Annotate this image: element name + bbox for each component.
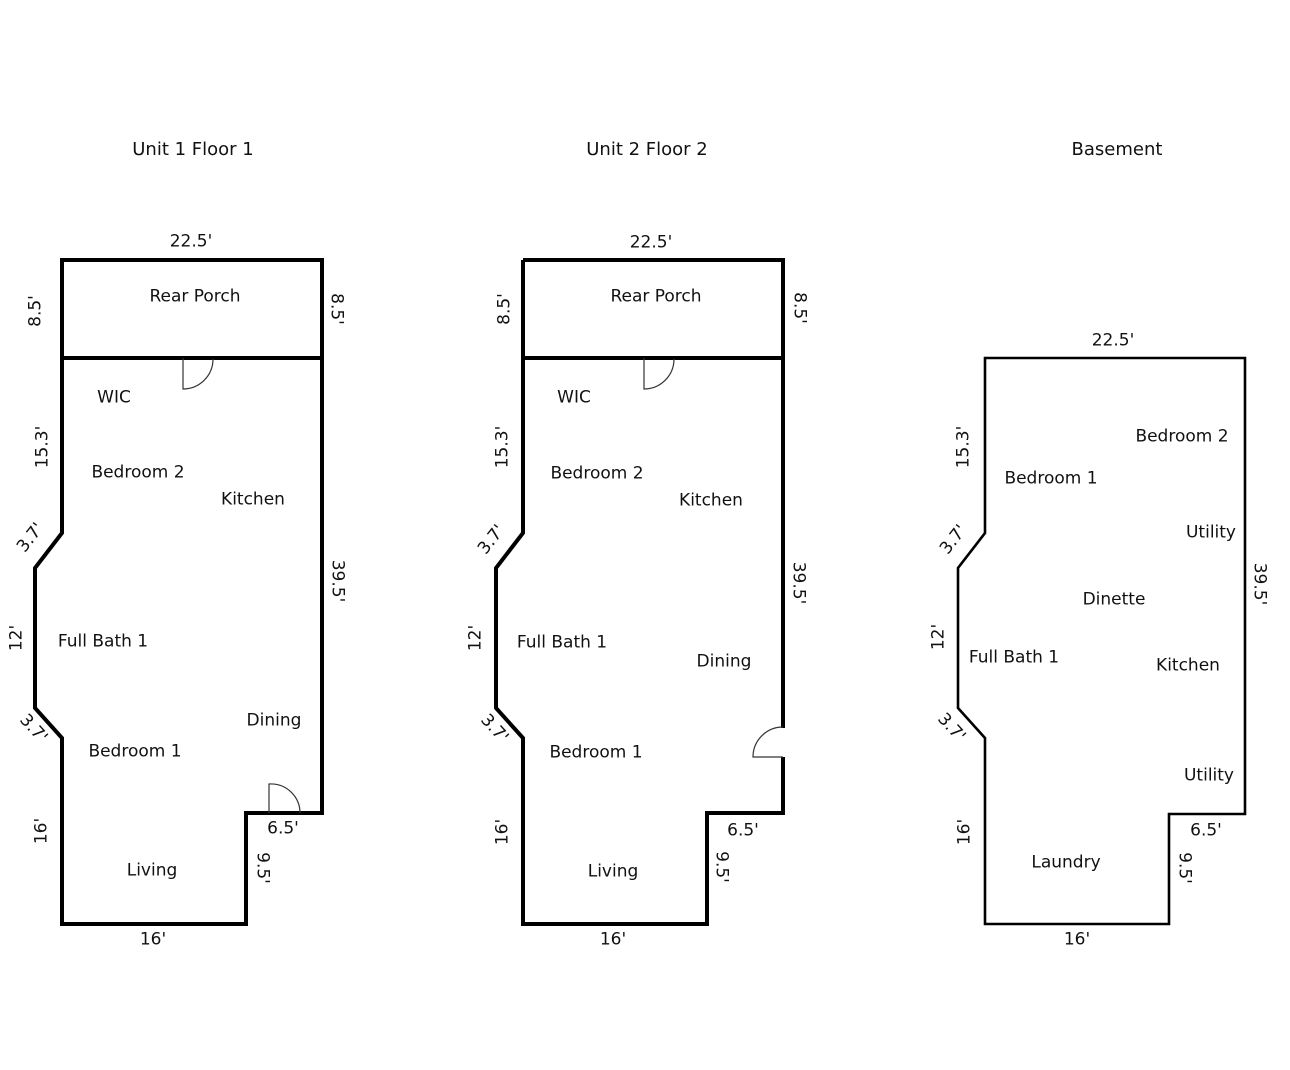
dimension-label: 22.5' [169,231,213,252]
dimension-label: 9.5' [711,851,732,883]
dimension-label: 39.5' [788,561,809,605]
room-label: Kitchen [1156,655,1220,676]
dimension-label: 8.5' [326,293,347,325]
room-label: Bedroom 1 [1004,468,1098,489]
room-label: WIC [97,387,131,408]
unit-1-plan [33,258,324,926]
unit-1-outline-wall [33,258,324,926]
room-label: Full Bath 1 [57,631,149,652]
dimension-label: 8.5' [494,293,515,325]
room-label: Bedroom 2 [91,462,185,483]
plan-title: Basement [1071,139,1163,160]
room-label: Living [587,861,639,882]
dimension-label: 39.5' [1249,562,1270,606]
room-label: Laundry [1031,852,1101,873]
room-label: Rear Porch [149,286,241,307]
dimension-label: 6.5' [267,818,299,839]
dimension-label: 6.5' [727,820,759,841]
dimension-label: 9.5' [252,852,273,884]
room-label: Bedroom 2 [550,463,644,484]
dimension-label: 6.5' [1190,820,1222,841]
dimension-label: 16' [31,817,52,845]
dimension-label: 22.5' [1091,330,1135,351]
dimension-label: 16' [492,818,513,846]
room-label: Bedroom 1 [549,742,643,763]
dimension-label: 39.5' [327,559,348,603]
unit-2-plan [494,258,785,926]
room-label: Dinette [1082,589,1146,610]
dimension-label: 16' [1063,929,1091,950]
room-label: Full Bath 1 [516,632,608,653]
room-label: Dining [696,651,752,672]
room-label: Living [126,860,178,881]
dimension-label: 15.3' [953,425,974,469]
basement-plan [956,356,1247,926]
dimension-label: 12' [928,623,949,651]
room-label: Bedroom 1 [88,741,182,762]
unit-1-living-door-swing-icon [268,783,301,814]
plan-title: Unit 2 Floor 2 [586,139,708,160]
unit-2-wic-door-swing-icon [643,358,675,390]
dimension-label: 16' [599,929,627,950]
dimension-label: 8.5' [789,292,810,324]
dimension-label: 9.5' [1174,852,1195,884]
dimension-label: 12' [6,624,27,652]
dimension-label: 12' [465,624,486,652]
room-label: Kitchen [221,489,285,510]
dimension-label: 15.3' [32,425,53,469]
dimension-label: 16' [139,929,167,950]
room-label: Utility [1185,522,1237,543]
unit-2-outline-wall [494,258,785,926]
room-label: Full Bath 1 [968,647,1060,668]
unit-1-wic-door-swing-icon [182,358,214,390]
basement-outline-wall [956,356,1247,926]
room-label: WIC [557,387,591,408]
room-label: Bedroom 2 [1135,426,1229,447]
dimension-label: 16' [954,818,975,846]
room-label: Dining [246,710,302,731]
plan-title: Unit 1 Floor 1 [132,139,254,160]
dimension-label: 8.5' [25,295,46,327]
dimension-label: 22.5' [629,232,673,253]
room-label: Kitchen [679,490,743,511]
room-label: Rear Porch [610,286,702,307]
room-label: Utility [1183,765,1235,786]
dimension-label: 15.3' [492,425,513,469]
unit-2-dining-door-swing-icon [752,726,784,758]
